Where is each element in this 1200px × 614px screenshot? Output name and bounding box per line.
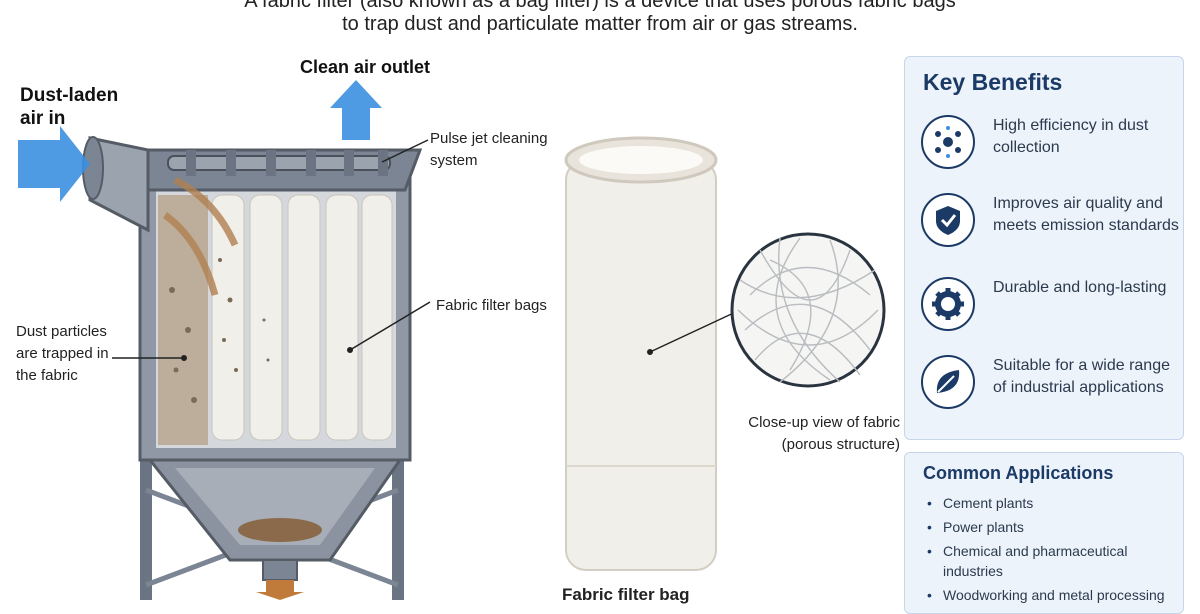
filter-bag (325, 194, 359, 441)
application-item: Chemical and pharmaceutical industries (927, 541, 1183, 581)
leader-dot (347, 347, 353, 353)
filter-bag (287, 194, 321, 441)
closeup-label: Close-up view of fabric (porous structur… (748, 414, 900, 453)
dust-specks (169, 258, 270, 403)
application-item: Power plants (927, 517, 1183, 537)
intro-line-1: A fabric filter (also known as a bag fil… (244, 0, 956, 12)
clean-air-arrow (330, 80, 382, 140)
common-applications-panel: Common Applications Cement plants Power … (904, 452, 1184, 614)
particles-icon (921, 115, 975, 169)
bag-caption: Fabric filter bag (562, 585, 690, 604)
leader-dot (181, 355, 187, 361)
benefit-text: Durable and long-lasting (993, 279, 1167, 296)
common-applications-title: Common Applications (923, 463, 1114, 483)
flow-arrow (173, 176, 239, 247)
gear-icon (921, 277, 975, 331)
key-benefits-title: Key Benefits (923, 69, 1063, 95)
filter-bag (361, 194, 393, 441)
benefit-item: High efficiency in dust collection (921, 115, 1183, 175)
filter-bag (249, 194, 283, 441)
fabric-bag-illustration (564, 136, 886, 571)
benefit-text: High efficiency in dust collection (993, 117, 1149, 156)
application-item: Woodworking and metal processing (927, 585, 1183, 605)
benefit-text: Improves air quality and meets emission … (993, 195, 1179, 234)
hopper-outlet (262, 559, 298, 581)
fabric-closeup (730, 232, 886, 388)
bag-opening (579, 146, 703, 174)
leader-dot (647, 349, 653, 355)
leader-line (649, 309, 741, 353)
baghouse-diagram (18, 80, 431, 600)
flow-arrow (162, 212, 219, 296)
benefit-item: Improves air quality and meets emission … (921, 193, 1183, 253)
benefit-text: Suitable for a wide range of industrial … (993, 357, 1170, 396)
intro-line-2: to trap dust and particulate matter from… (342, 13, 858, 35)
benefit-item: Durable and long-lasting (921, 277, 1183, 337)
dust-laden-label: Dust-laden air in (20, 85, 119, 129)
filter-bags-label: Fabric filter bags (436, 297, 547, 314)
leaf-icon (921, 355, 975, 409)
collected-dust (238, 518, 322, 542)
pulse-jet-valves (186, 150, 388, 176)
support-leg (140, 460, 152, 600)
key-benefits-panel: Key Benefits High efficiency in dust col… (904, 56, 1184, 440)
inlet-arrow (18, 126, 90, 202)
pulse-jet-pipe (167, 155, 391, 171)
dust-trapped-label: Dust particles are trapped in the fabric (16, 323, 109, 384)
application-item: Cement plants (927, 493, 1183, 513)
shield-check-icon (921, 193, 975, 247)
leader-line (381, 139, 429, 163)
bag-body (565, 159, 717, 571)
applications-list: Cement plants Power plants Chemical and … (927, 493, 1183, 609)
support-leg (392, 460, 404, 600)
pulse-jet-label: Pulse jet cleaning system (430, 130, 548, 169)
leader-line (349, 301, 431, 351)
benefit-item: Suitable for a wide range of industrial … (921, 355, 1183, 415)
fabric-fibers (737, 237, 879, 383)
dust-out-arrow (256, 580, 304, 600)
filter-bag (211, 194, 245, 441)
clean-air-label: Clean air outlet (300, 57, 431, 77)
hopper-inside (175, 468, 375, 545)
